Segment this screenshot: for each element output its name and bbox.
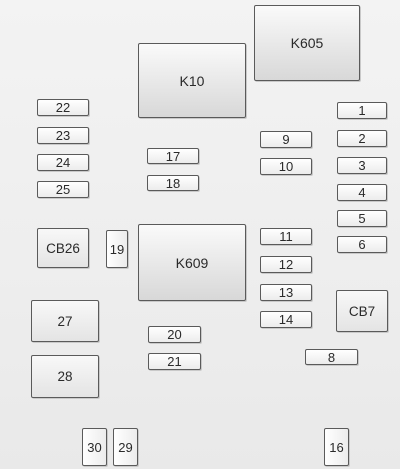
relay-k609: K609: [138, 224, 246, 301]
fuse-1: 1: [337, 102, 387, 119]
fuse-13: 13: [260, 284, 312, 301]
fuse-16: 16: [324, 428, 349, 466]
fuse-2: 2: [337, 130, 387, 147]
fuse-28: 28: [31, 355, 99, 398]
fuse-20: 20: [148, 326, 201, 343]
fuse-12: 12: [260, 256, 312, 273]
fuse-4: 4: [337, 184, 387, 201]
fuse-23: 23: [37, 127, 89, 144]
fuse-29: 29: [113, 428, 138, 466]
fuse-27: 27: [31, 300, 99, 342]
fuse-22: 22: [37, 99, 89, 116]
fuse-19: 19: [106, 230, 128, 268]
fuse-8: 8: [305, 349, 358, 365]
breaker-cb7: CB7: [336, 290, 388, 332]
fuse-30: 30: [82, 428, 107, 466]
relay-k605: K605: [254, 5, 360, 81]
fuse-10: 10: [260, 158, 312, 175]
fuse-17: 17: [147, 148, 199, 164]
fuse-3: 3: [337, 157, 387, 174]
fuse-21: 21: [148, 353, 201, 370]
fuse-24: 24: [37, 154, 89, 171]
fuse-5: 5: [337, 210, 387, 227]
relay-k10: K10: [138, 43, 246, 118]
fuse-18: 18: [147, 175, 199, 191]
fuse-11: 11: [260, 228, 312, 245]
fuse-14: 14: [260, 311, 312, 328]
fuse-9: 9: [260, 131, 312, 148]
fuse-6: 6: [337, 236, 387, 253]
breaker-cb26: CB26: [37, 228, 89, 268]
fuse-25: 25: [37, 181, 89, 198]
